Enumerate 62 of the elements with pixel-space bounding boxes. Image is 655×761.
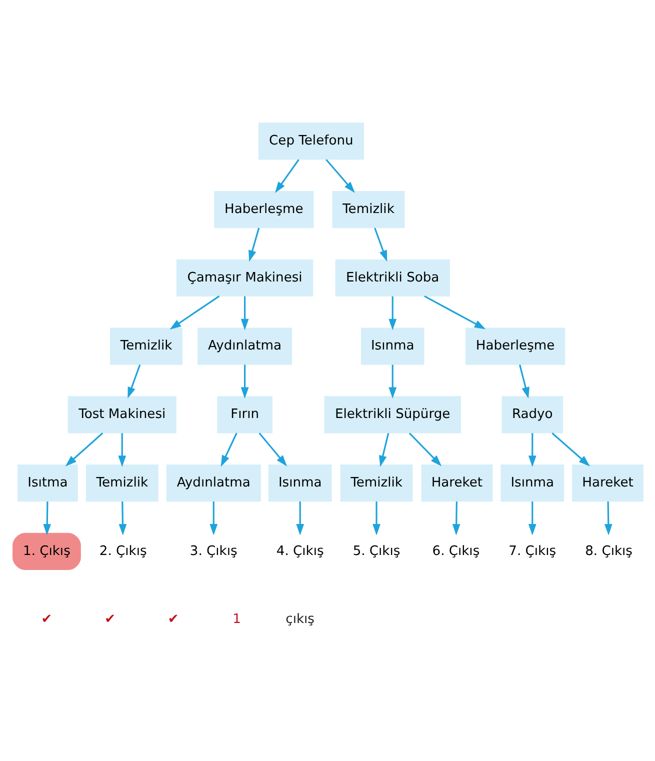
node-box: Cep Telefonu bbox=[258, 122, 364, 160]
node-box: Isıtma bbox=[17, 464, 78, 502]
arrow bbox=[528, 502, 536, 536]
node-box: Çamaşır Makinesi bbox=[176, 259, 313, 297]
arrow bbox=[240, 364, 248, 399]
arrow bbox=[408, 432, 442, 466]
node-box: Temizlik bbox=[332, 190, 404, 228]
arrow bbox=[169, 296, 220, 330]
node-box: Haberleşme bbox=[214, 190, 314, 228]
label: 1 bbox=[232, 612, 240, 628]
node-text: 3. Çıkış bbox=[189, 544, 237, 559]
arrow bbox=[374, 228, 387, 262]
arrow bbox=[220, 432, 237, 467]
arrow bbox=[274, 159, 299, 193]
arrow bbox=[372, 502, 380, 536]
arrow bbox=[209, 502, 218, 536]
node-text: 7. Çıkış bbox=[508, 544, 556, 559]
arrow bbox=[378, 432, 389, 467]
node-box: Radyo bbox=[501, 396, 563, 434]
arrow bbox=[388, 296, 396, 330]
node-box: Temizlik bbox=[85, 464, 158, 502]
node-box: Tost Makinesi bbox=[67, 396, 176, 434]
label: çıkış bbox=[285, 612, 314, 628]
label: ✔ bbox=[104, 612, 116, 628]
arrow bbox=[551, 432, 590, 466]
node-box: Isınma bbox=[500, 464, 564, 502]
node-box: Fırın bbox=[216, 396, 272, 434]
node-text: 6. Çıkış bbox=[432, 544, 480, 559]
node-box: 1. Çıkış bbox=[12, 532, 80, 570]
arrow bbox=[528, 433, 536, 467]
node-box: Hareket bbox=[572, 464, 643, 502]
arrow bbox=[325, 159, 354, 193]
arrow bbox=[248, 228, 260, 262]
node-box: Temizlik bbox=[110, 328, 182, 365]
node-box: Elektrikli Süpürge bbox=[324, 396, 460, 434]
arrow bbox=[296, 502, 304, 536]
arrow bbox=[388, 364, 396, 399]
label: ✔ bbox=[40, 612, 52, 628]
node-text: 5. Çıkış bbox=[352, 544, 400, 559]
node-box: Isınma bbox=[268, 464, 332, 502]
arrow bbox=[42, 502, 51, 536]
node-box: Temizlik bbox=[340, 464, 412, 502]
arrow bbox=[127, 364, 140, 398]
arrow bbox=[424, 296, 486, 330]
node-box: Isınma bbox=[360, 328, 424, 365]
arrow bbox=[240, 296, 248, 330]
label: ✔ bbox=[167, 612, 178, 628]
node-text: 2. Çıkış bbox=[98, 544, 146, 559]
arrow bbox=[118, 502, 126, 536]
node-box: Haberleşme bbox=[465, 328, 565, 365]
node-box: Elektrikli Soba bbox=[334, 259, 450, 297]
arrow bbox=[258, 432, 287, 466]
arrow bbox=[518, 364, 529, 398]
node-text: 4. Çıkış bbox=[276, 544, 324, 559]
arrow bbox=[64, 432, 103, 466]
node-box: Hareket bbox=[420, 464, 492, 502]
arrow bbox=[118, 433, 126, 467]
arrow bbox=[452, 502, 460, 536]
node-box: Aydınlatma bbox=[166, 464, 260, 502]
node-text: 8. Çıkış bbox=[584, 544, 632, 559]
arrow bbox=[604, 502, 612, 536]
node-box: Aydınlatma bbox=[197, 328, 292, 365]
